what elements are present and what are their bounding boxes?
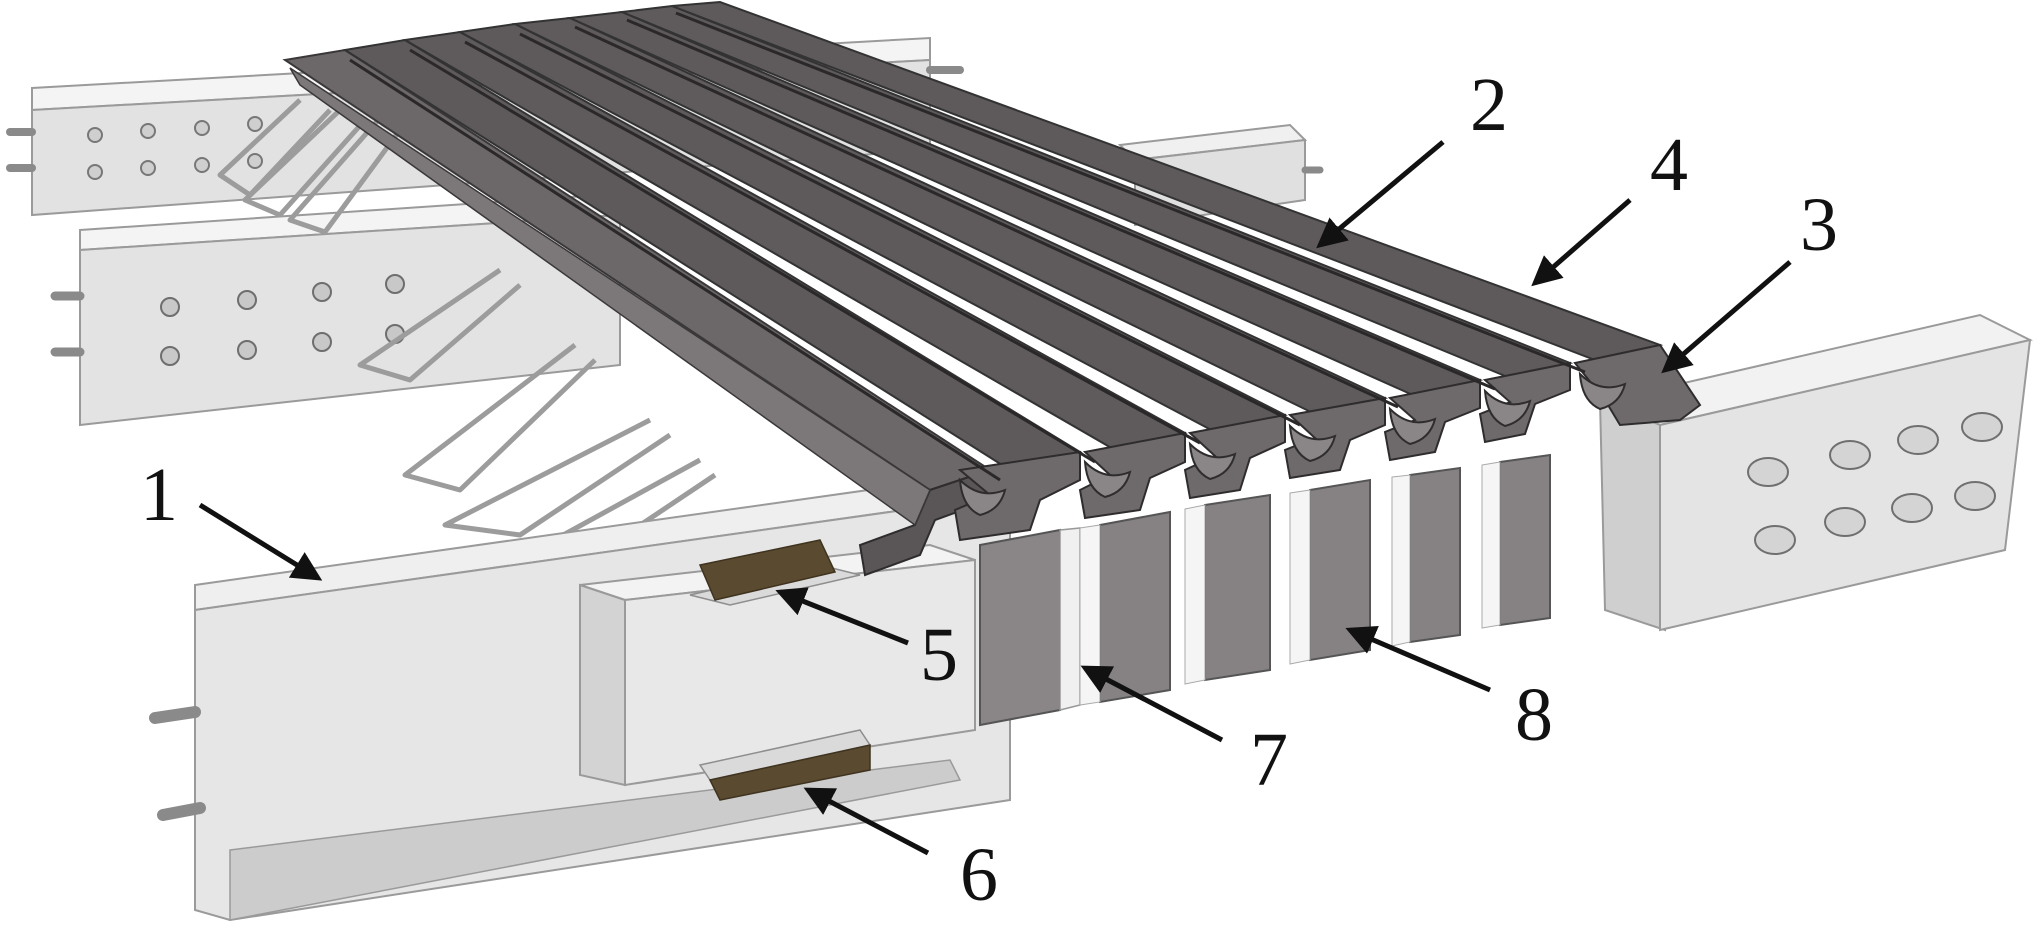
support-beams xyxy=(979,453,1551,727)
callout-6: 6 xyxy=(803,787,998,917)
callout-6-label: 6 xyxy=(960,833,998,917)
lower-bearing-pad xyxy=(698,729,872,801)
rail-profiles xyxy=(282,0,1702,577)
callout-8: 8 xyxy=(1345,626,1553,757)
callout-8-arrow xyxy=(1345,626,1491,693)
back-left-bolt-holes xyxy=(87,116,263,180)
callout-7-label: 7 xyxy=(1250,718,1288,802)
callout-4-arrow xyxy=(1531,198,1632,287)
middle-left-bolt-holes xyxy=(160,274,405,366)
callout-5-label: 5 xyxy=(920,613,958,697)
callout-7-arrow xyxy=(1080,665,1224,743)
callout-2: 2 xyxy=(1316,63,1508,249)
beam-gaps xyxy=(1079,461,1501,706)
callout-3-arrow xyxy=(1661,260,1792,374)
callout-6-arrow xyxy=(803,787,930,856)
rubber-seals xyxy=(958,371,1627,517)
callout-1-label: 1 xyxy=(140,453,178,537)
callout-5: 5 xyxy=(775,587,958,697)
edge-profile-left xyxy=(282,48,993,577)
front-right-box-beam xyxy=(1598,313,2033,632)
callout-2-label: 2 xyxy=(1470,63,1508,147)
profile-grooves xyxy=(349,11,1586,482)
upper-bearing-pad xyxy=(689,539,861,606)
callout-2-arrow xyxy=(1316,140,1445,249)
front-right-bolts xyxy=(1747,412,2003,555)
callout-7: 7 xyxy=(1080,665,1288,802)
callout-1-arrow xyxy=(198,502,323,581)
callouts: 1 2 3 4 5 6 7 8 xyxy=(140,63,1838,917)
callout-4-label: 4 xyxy=(1650,123,1688,207)
callout-8-label: 8 xyxy=(1515,673,1553,757)
callout-3: 3 xyxy=(1661,183,1838,374)
callout-4: 4 xyxy=(1531,123,1688,287)
anchor-loops xyxy=(217,98,717,555)
callout-1: 1 xyxy=(140,453,323,581)
callout-3-label: 3 xyxy=(1800,183,1838,267)
callout-5-arrow xyxy=(775,587,909,646)
